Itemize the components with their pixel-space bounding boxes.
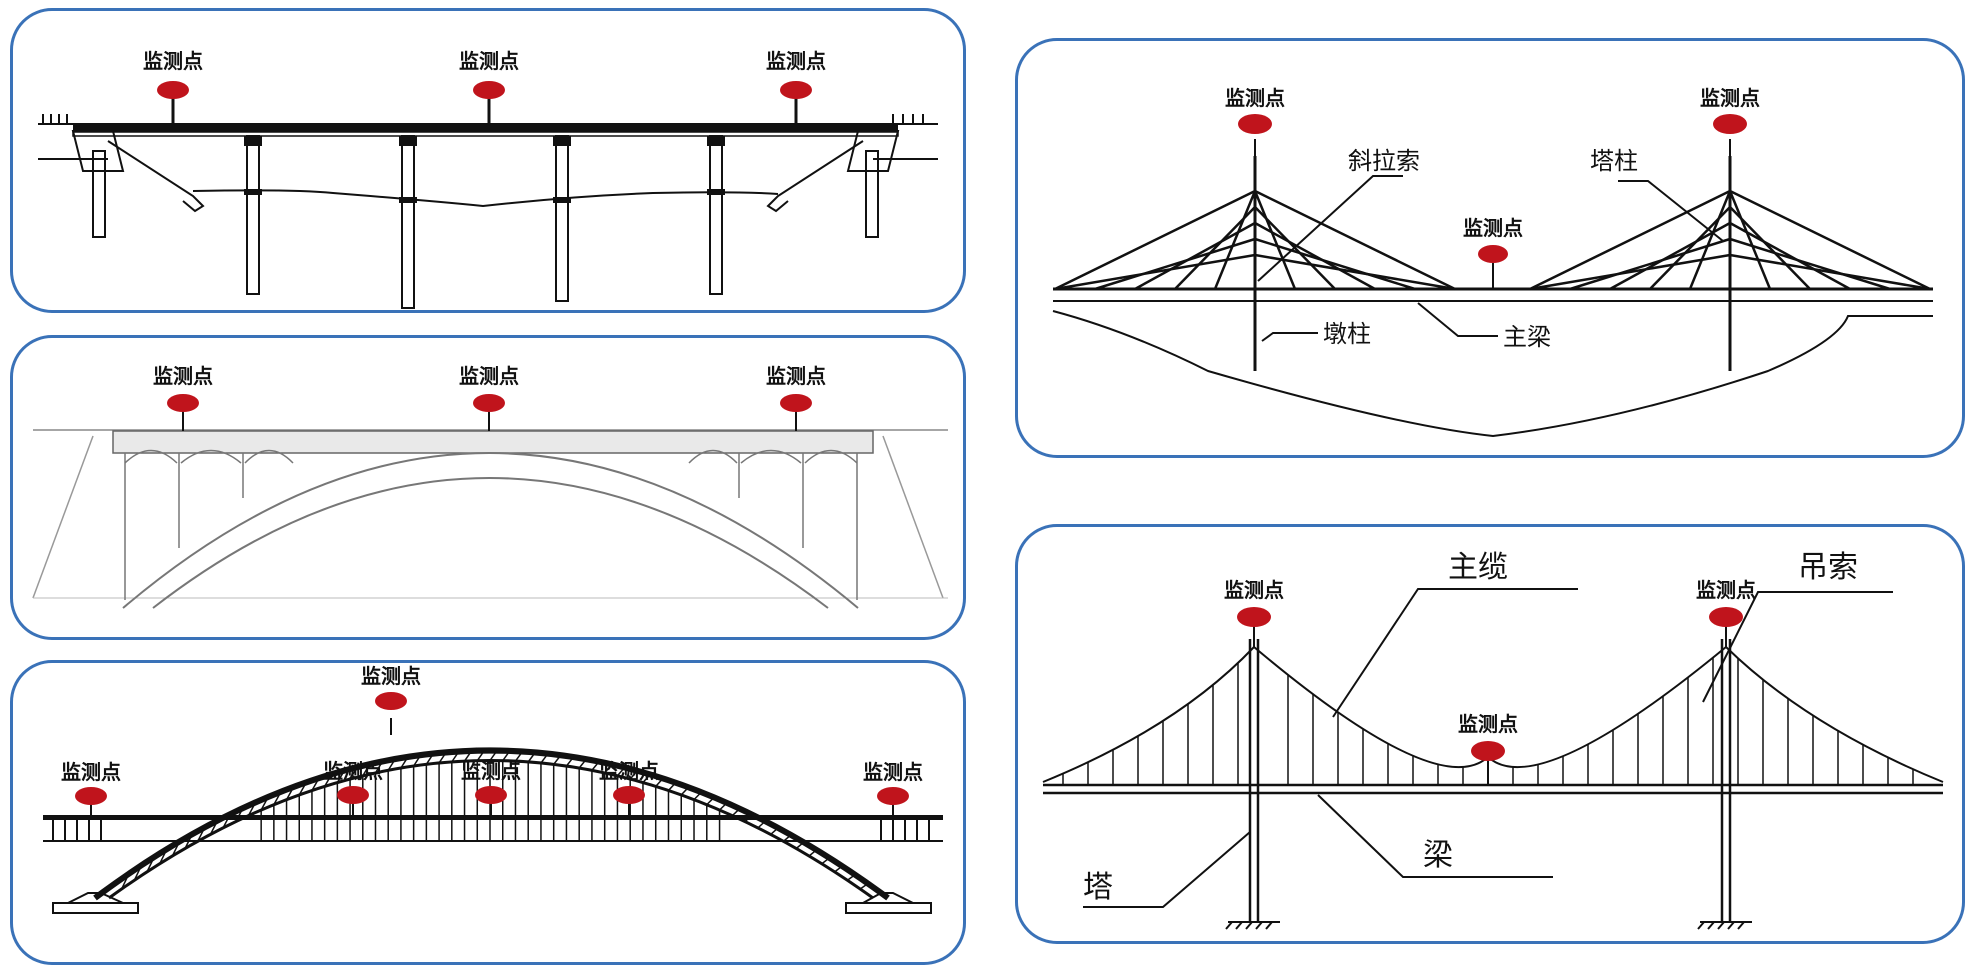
- steel-arch-bridge-panel: 监测点 监测点 监测点 监测点 监测点 监测点: [10, 660, 966, 965]
- monitoring-point-label: 监测点: [1224, 578, 1284, 602]
- tower-label: 塔: [1083, 870, 1113, 905]
- monitoring-point-label: 监测点: [459, 364, 519, 388]
- suspension-bridge-panel: 主缆 吊索 梁 塔 监测点 监测点 监测点: [1015, 524, 1965, 944]
- monitoring-point-label: 监测点: [1696, 578, 1756, 602]
- monitoring-point: 监测点: [459, 364, 519, 431]
- main-cable-label: 主缆: [1448, 550, 1508, 585]
- monitoring-point: 监测点: [361, 664, 421, 735]
- monitoring-point: 监测点: [1458, 712, 1518, 785]
- monitoring-point-label: 监测点: [143, 49, 203, 73]
- cable-stayed-bridge-panel: 斜拉索 塔柱 墩柱 主梁 监测点 监测点 监测点: [1015, 38, 1965, 458]
- monitoring-point: 监测点: [863, 760, 923, 815]
- monitoring-point: 监测点: [461, 759, 521, 815]
- monitoring-point-label: 监测点: [1458, 712, 1518, 736]
- pier-column-label: 墩柱: [1323, 320, 1371, 348]
- stay-cables: [1054, 189, 1931, 291]
- monitoring-point-label: 监测点: [461, 759, 521, 783]
- monitoring-point-label: 监测点: [1463, 216, 1523, 240]
- monitoring-point: 监测点: [1696, 578, 1756, 647]
- girder-bridge-panel: 监测点 监测点 监测点: [10, 8, 966, 313]
- monitoring-point: 监测点: [766, 364, 826, 431]
- steel-arch-bridge-diagram: 监测点 监测点 监测点 监测点 监测点 监测点: [43, 664, 943, 914]
- stone-arch-bridge-panel: 监测点 监测点 监测点: [10, 335, 966, 640]
- main-girder-label: 主梁: [1503, 323, 1551, 351]
- monitoring-point-label: 监测点: [459, 49, 519, 73]
- stone-arch-bridge-diagram: 监测点 监测点 监测点: [32, 364, 948, 609]
- arch-hangers: [120, 751, 868, 890]
- suspender-cables: [1062, 657, 1914, 785]
- monitoring-point: 监测点: [1224, 578, 1284, 647]
- monitoring-point-label: 监测点: [766, 364, 826, 388]
- monitoring-point-label: 监测点: [599, 759, 659, 783]
- monitoring-point: 监测点: [599, 759, 659, 815]
- monitoring-point-label: 监测点: [61, 760, 121, 784]
- monitoring-point-label: 监测点: [766, 49, 826, 73]
- monitoring-point: 监测点: [323, 759, 383, 815]
- monitoring-point: 监测点: [143, 49, 203, 123]
- stay-cable-label: 斜拉索: [1348, 147, 1420, 175]
- monitoring-point: 监测点: [766, 49, 826, 123]
- monitoring-point: 监测点: [1463, 216, 1523, 289]
- monitoring-point: 监测点: [459, 49, 519, 123]
- monitoring-point-label: 监测点: [863, 760, 923, 784]
- beam-label: 梁: [1423, 838, 1453, 873]
- cable-stayed-bridge-diagram: 斜拉索 塔柱 墩柱 主梁 监测点 监测点 监测点: [1052, 86, 1933, 438]
- monitoring-point: 监测点: [1700, 86, 1760, 156]
- monitoring-point-label: 监测点: [153, 364, 213, 388]
- monitoring-point: 监测点: [153, 364, 213, 431]
- monitoring-point-label: 监测点: [361, 664, 421, 688]
- girder-bridge-diagram: 监测点 监测点 监测点: [38, 49, 938, 309]
- monitoring-point-label: 监测点: [323, 759, 383, 783]
- monitoring-point: 监测点: [61, 760, 121, 815]
- hanger-label: 吊索: [1798, 550, 1858, 585]
- suspension-bridge-diagram: 主缆 吊索 梁 塔 监测点 监测点 监测点: [1042, 550, 1944, 930]
- monitoring-point-label: 监测点: [1225, 86, 1285, 110]
- monitoring-point-label: 监测点: [1700, 86, 1760, 110]
- monitoring-point: 监测点: [1225, 86, 1285, 156]
- tower-column-label: 塔柱: [1590, 147, 1638, 175]
